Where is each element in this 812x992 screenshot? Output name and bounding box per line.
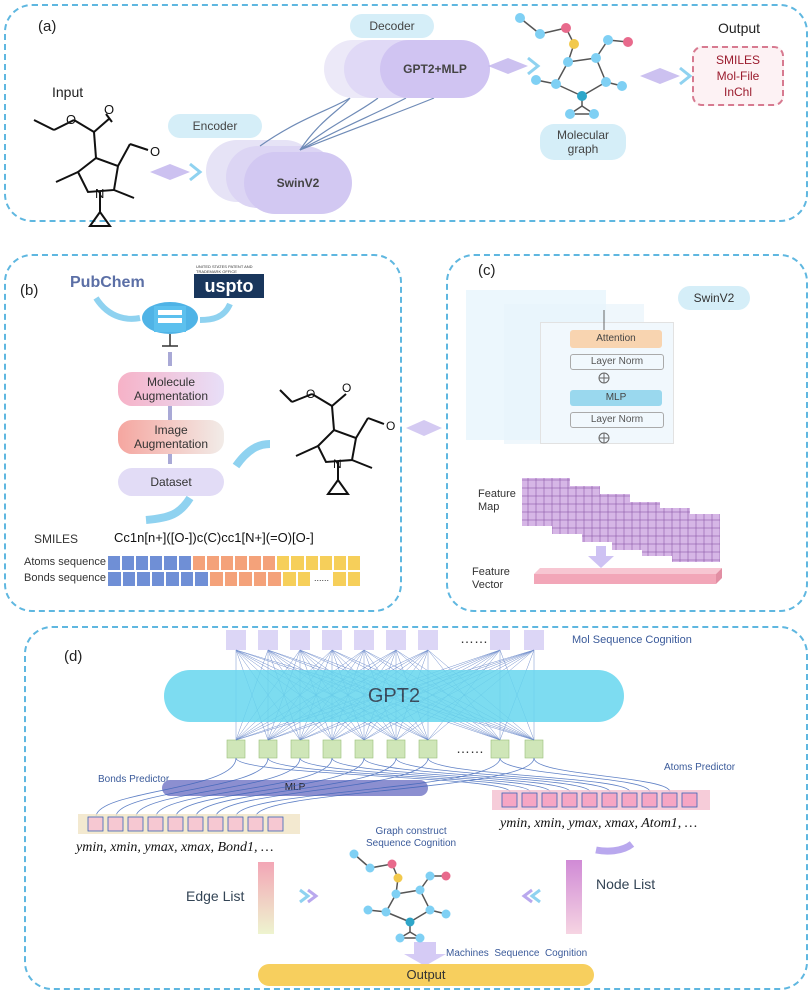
- atoms-predictor-label: Atoms Predictor: [664, 762, 736, 773]
- panel-b: [4, 254, 402, 612]
- bonds-formula: ymin, xmin, ymax, xmax, Bond1, …: [76, 840, 274, 855]
- panel-a-label: (a): [38, 18, 57, 35]
- molecular-graph-label-1: Molecular: [556, 128, 610, 142]
- seq-cell: [249, 556, 262, 570]
- seq-cell: [108, 572, 121, 586]
- graph-construct-label-1: Graph construct: [375, 826, 447, 837]
- seq-cell: [268, 572, 281, 586]
- top-tokens-dots: ……: [460, 630, 488, 646]
- seq-ellipsis: ......: [314, 573, 330, 583]
- gpt2-block: GPT2: [164, 670, 624, 722]
- seq-cell: [136, 556, 149, 570]
- seq-cell: [206, 556, 219, 570]
- mlp-bar: MLP: [162, 780, 428, 796]
- uspto-logo: uspto: [194, 274, 264, 298]
- encoder-label: Encoder: [168, 114, 262, 138]
- feature-vector-label-2: Vector: [472, 579, 504, 591]
- smiles-label: SMILES: [34, 532, 79, 546]
- seq-cell: [234, 556, 248, 570]
- feature-map-label: Feature Map: [478, 488, 516, 514]
- output-bar: Output: [258, 964, 594, 986]
- bottom-tokens-dots: ……: [456, 740, 484, 756]
- output-smiles: SMILES: [715, 53, 760, 67]
- decoder-block: GPT2+MLP: [380, 40, 490, 98]
- output-inchl: InChl: [723, 85, 752, 99]
- atoms-sequence-label: Atoms sequence: [24, 556, 106, 568]
- panel-b-label: (b): [20, 282, 39, 299]
- panel-d: [24, 626, 808, 990]
- seq-cell: [164, 556, 177, 570]
- image-augmentation-step: Image Augmentation: [118, 420, 224, 454]
- feature-vector-label-1: Feature: [472, 566, 510, 578]
- output-label: Output: [718, 20, 761, 36]
- layer-norm-block-1: Layer Norm: [570, 354, 664, 370]
- seq-cell: [305, 556, 318, 570]
- seq-cell: [253, 572, 267, 586]
- dataset-step: Dataset: [118, 468, 224, 496]
- molecular-graph-label-2: graph: [567, 142, 599, 156]
- layer-norm-block-2: Layer Norm: [570, 412, 664, 428]
- seq-cell: [178, 556, 191, 570]
- image-augmentation-label: Image Augmentation: [133, 423, 209, 451]
- seq-cell: [166, 572, 179, 586]
- feature-map-label-1: Feature: [478, 488, 516, 500]
- machines-sequence-label: Machines Sequence Cognition: [446, 948, 588, 959]
- input-label: Input: [52, 84, 84, 100]
- seq-cell: [137, 572, 150, 586]
- seq-cell: [192, 556, 205, 570]
- pubchem-logo: PubChem: [70, 274, 145, 291]
- panel-c: [446, 254, 808, 612]
- seq-cell: [122, 572, 136, 586]
- seq-cell: [224, 572, 238, 586]
- seq-cell: [150, 556, 163, 570]
- uspto-small: UNITED STATES PATENT AND TRADEMARK OFFIC…: [196, 264, 253, 274]
- seq-cell: [239, 572, 252, 586]
- feature-vector-label: Feature Vector: [472, 566, 510, 592]
- seq-cell: [195, 572, 209, 586]
- output-box: SMILES Mol-File InChl: [692, 46, 784, 106]
- bonds-predictor-label: Bonds Predictor: [98, 774, 170, 785]
- panel-d-label: (d): [64, 648, 83, 665]
- seq-cell: [151, 572, 165, 586]
- swinv2-label: SwinV2: [678, 286, 750, 310]
- mlp-block: MLP: [570, 390, 662, 406]
- seq-cell: [220, 556, 233, 570]
- encoder-block: SwinV2: [244, 152, 352, 214]
- molecule-augmentation-label: Molecule Augmentation: [133, 375, 209, 403]
- feature-map-label-2: Map: [478, 501, 500, 513]
- edge-list-label: Edge List: [186, 888, 245, 904]
- graph-construct-label-2: Sequence Cognition: [366, 838, 457, 849]
- seq-cell: [333, 556, 346, 570]
- graph-construct-label: Graph construct Sequence Cognition: [366, 826, 456, 850]
- seq-cell: [319, 556, 332, 570]
- seq-cell: [347, 556, 360, 570]
- molecular-graph-label: Molecular graph: [540, 124, 626, 160]
- node-list-label: Node List: [596, 876, 656, 892]
- seq-cell: [332, 572, 346, 586]
- seq-cell: [180, 572, 194, 586]
- mol-sequence-label: Mol Sequence Cognition: [572, 634, 692, 646]
- molecule-augmentation-step: Molecule Augmentation: [118, 372, 224, 406]
- seq-cell: [277, 556, 290, 570]
- output-molfile: Mol-File: [716, 69, 760, 83]
- seq-cell: [263, 556, 276, 570]
- seq-cell: [291, 556, 304, 570]
- panel-c-label: (c): [478, 262, 496, 279]
- seq-cell: [282, 572, 296, 586]
- bonds-sequence-bar: ......: [108, 572, 361, 586]
- decoder-label: Decoder: [350, 14, 434, 38]
- atoms-sequence-bar: [108, 556, 360, 570]
- seq-cell: [108, 556, 121, 570]
- bonds-sequence-label: Bonds sequence: [24, 572, 106, 584]
- panel-a: [4, 4, 808, 222]
- seq-cell: [122, 556, 135, 570]
- seq-cell: [210, 572, 223, 586]
- seq-cell: [347, 572, 361, 586]
- smiles-value: Cc1n[n+]([O-])c(C)cc1[N+](=O)[O-]: [114, 530, 314, 545]
- atoms-formula: ymin, xmin, ymax, xmax, Atom1, …: [500, 816, 698, 831]
- seq-cell: [297, 572, 311, 586]
- attention-block: Attention: [570, 330, 662, 348]
